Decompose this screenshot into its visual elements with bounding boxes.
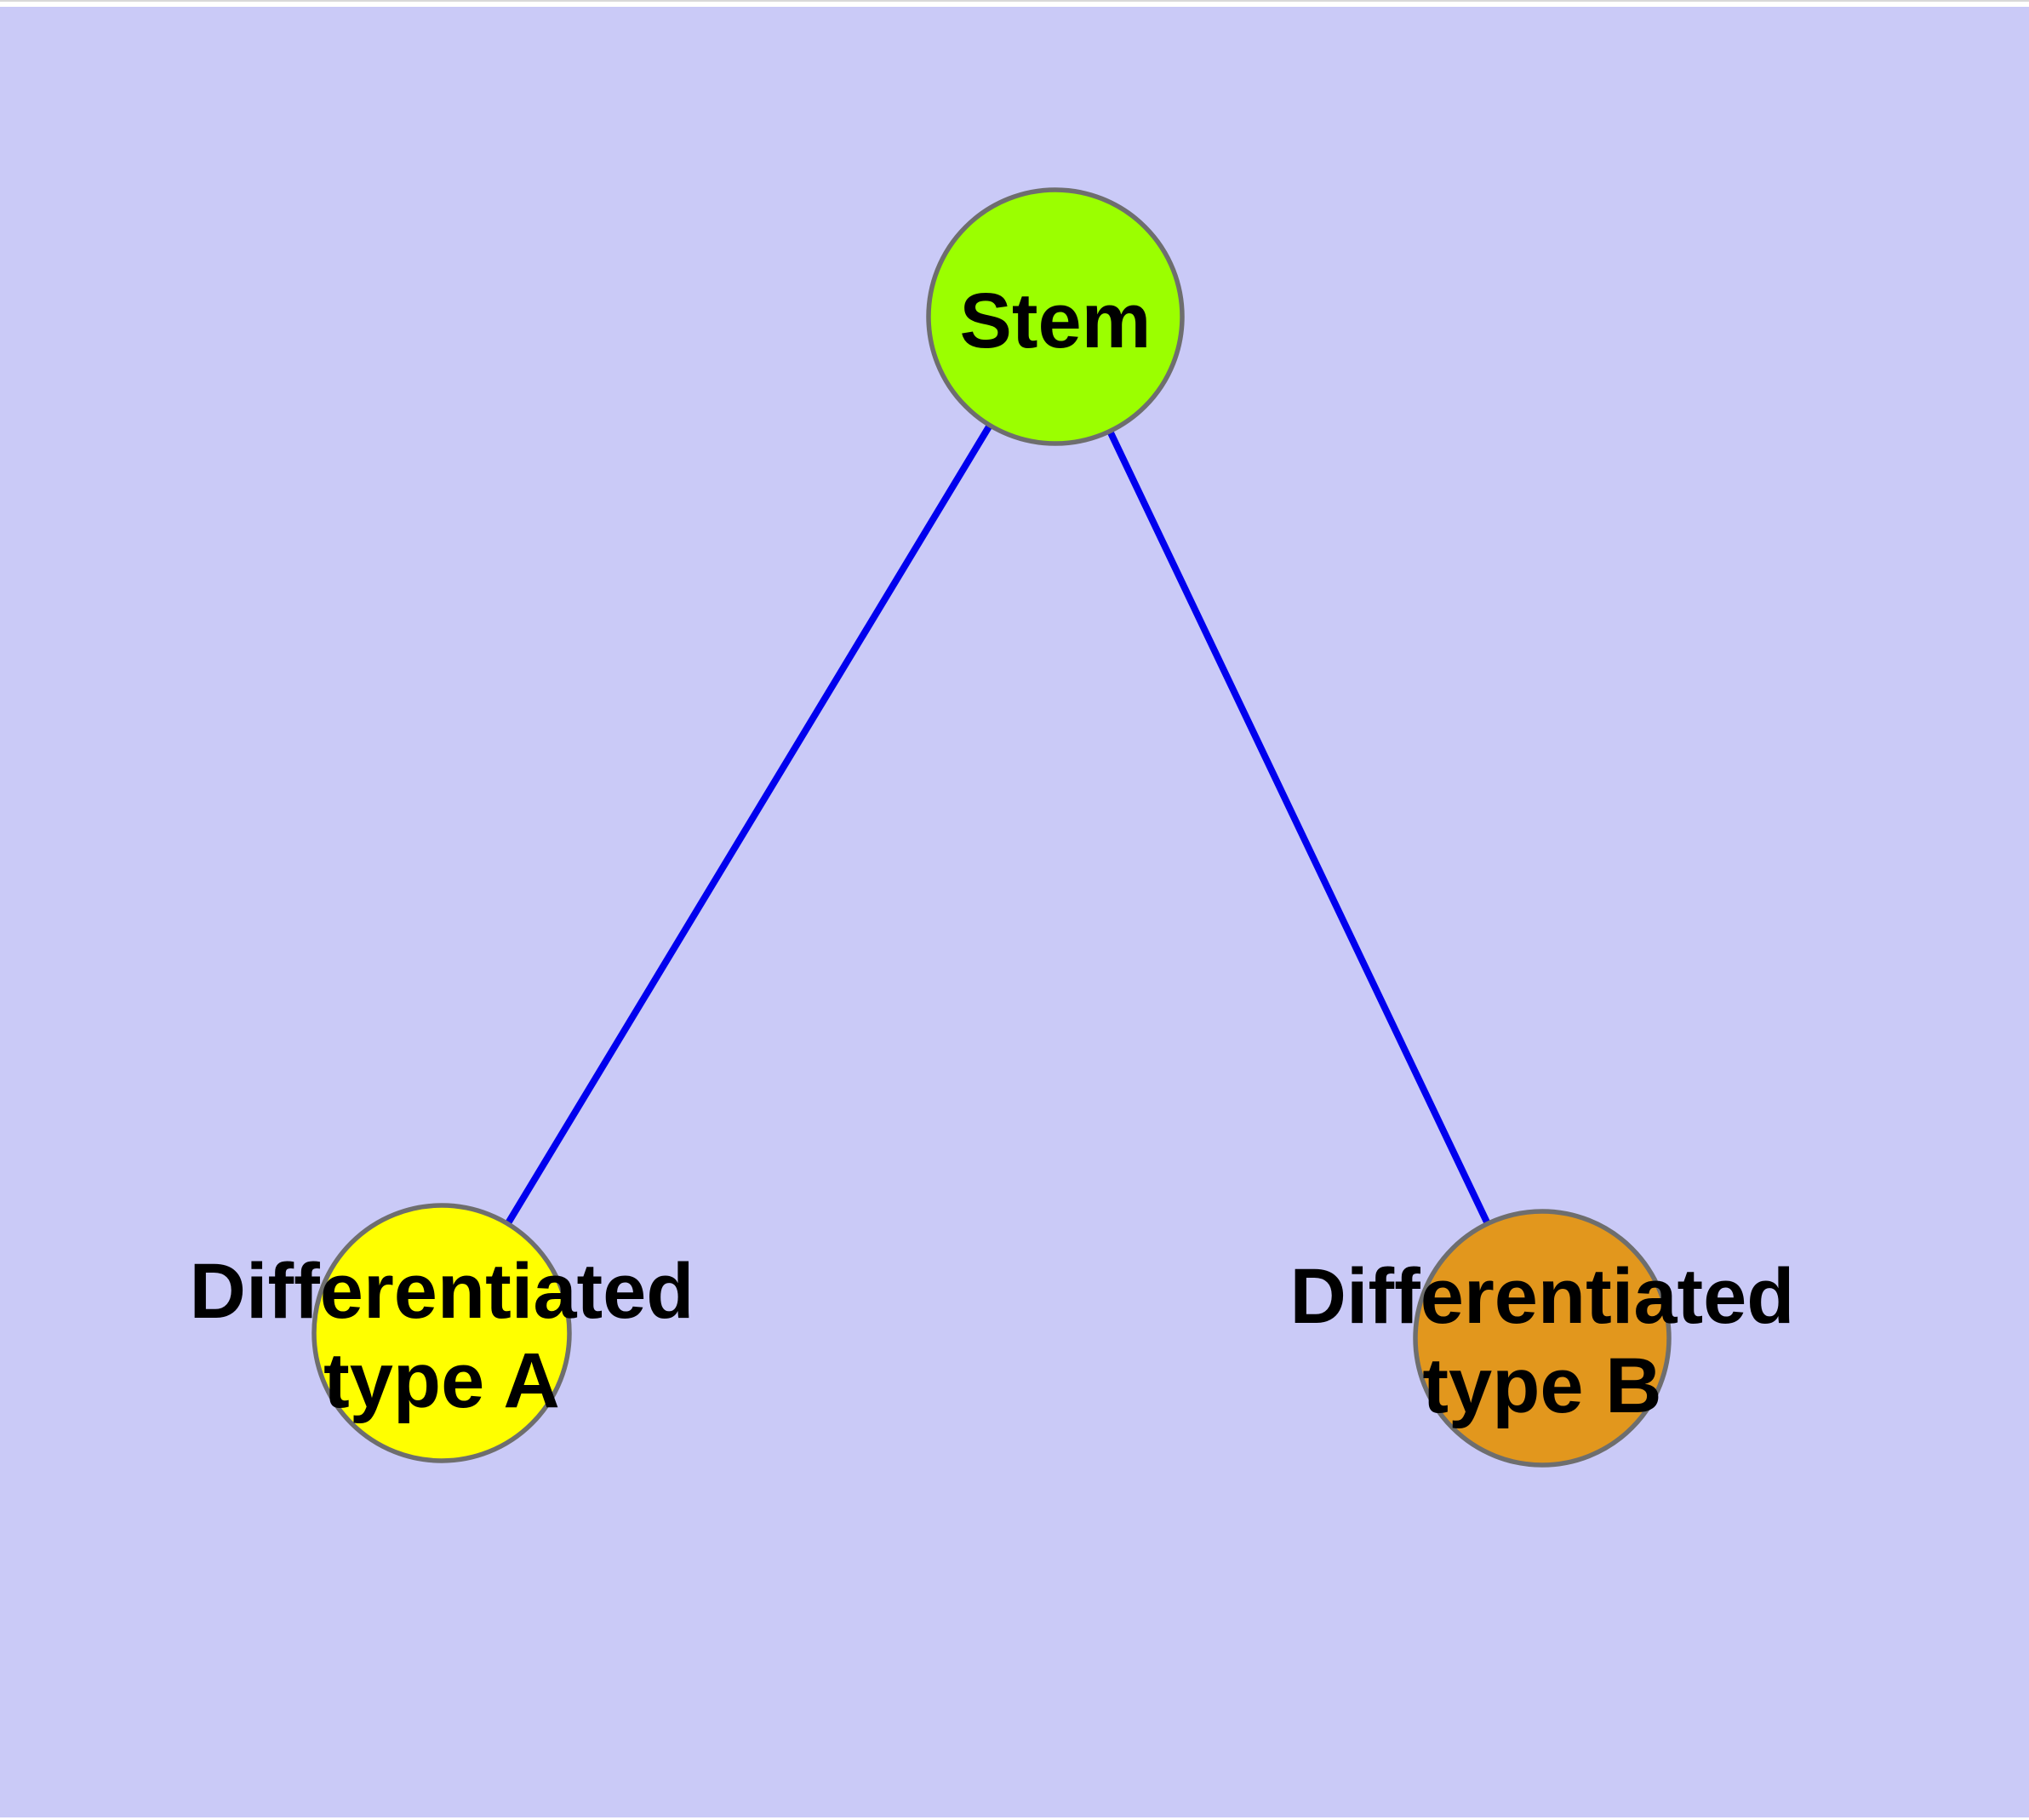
node-label-type-a-line1: Differentiated — [190, 1248, 694, 1335]
edge-group — [438, 313, 1546, 1342]
label-group: Stem Differentiated type A Differentiate… — [190, 278, 1795, 1429]
node-differentiated-type-a — [311, 1203, 572, 1463]
node-group — [311, 187, 1672, 1468]
window-top-border — [0, 0, 2029, 2]
edge-stem-to-type-a — [438, 313, 1059, 1336]
node-stem — [926, 187, 1185, 446]
node-label-type-b-line1: Differentiated — [1290, 1253, 1795, 1340]
edge-stem-to-type-b — [1052, 313, 1546, 1342]
node-label-type-a-line2: type A — [323, 1337, 560, 1424]
node-label-type-b-line2: type B — [1422, 1342, 1661, 1429]
node-differentiated-type-b — [1413, 1209, 1672, 1468]
node-label-stem: Stem — [960, 278, 1152, 364]
